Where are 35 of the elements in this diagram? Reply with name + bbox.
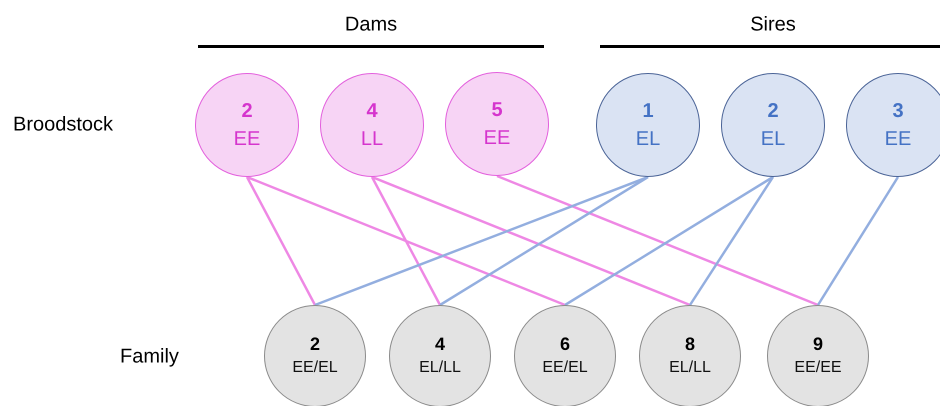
connector-line: [372, 176, 690, 306]
connector-line: [816, 176, 900, 306]
group-heading: Dams: [344, 14, 398, 36]
row-label: Family: [120, 346, 179, 368]
connector-line: [246, 176, 566, 306]
connector-line: [246, 176, 316, 306]
genotype-text: EE/EL: [542, 358, 588, 378]
node-number: 9: [812, 333, 823, 356]
genotype-text: EE/EL: [292, 358, 338, 378]
node-number: 2: [241, 99, 253, 124]
node-number: 5: [491, 98, 503, 123]
node-number: 4: [366, 99, 378, 124]
group-heading: Sires: [750, 14, 796, 36]
row-label: Broodstock: [13, 114, 114, 136]
genotype-text: EL/LL: [669, 358, 711, 378]
genotype-text: EL: [760, 127, 786, 152]
node-number: 6: [560, 333, 570, 356]
genotype-text: EE/EE: [794, 358, 842, 378]
connector-line: [439, 176, 649, 306]
genotype-text: EE: [234, 127, 260, 152]
genotype-text: LL: [360, 127, 384, 152]
node-number: 8: [684, 333, 695, 356]
genotype-text: EE: [484, 126, 510, 151]
connector-line: [496, 174, 818, 306]
node-number: 2: [767, 99, 779, 124]
genotype-text: EL: [636, 127, 660, 152]
node-number: 2: [310, 333, 320, 356]
node-number: 4: [434, 333, 445, 356]
connector-line: [564, 176, 774, 306]
genotype-text: EL/LL: [419, 358, 461, 378]
connector-line: [688, 176, 774, 306]
connector-line: [370, 176, 442, 306]
node-number: 1: [642, 99, 654, 124]
node-number: 3: [892, 99, 904, 124]
genotype-text: EE: [884, 127, 912, 152]
